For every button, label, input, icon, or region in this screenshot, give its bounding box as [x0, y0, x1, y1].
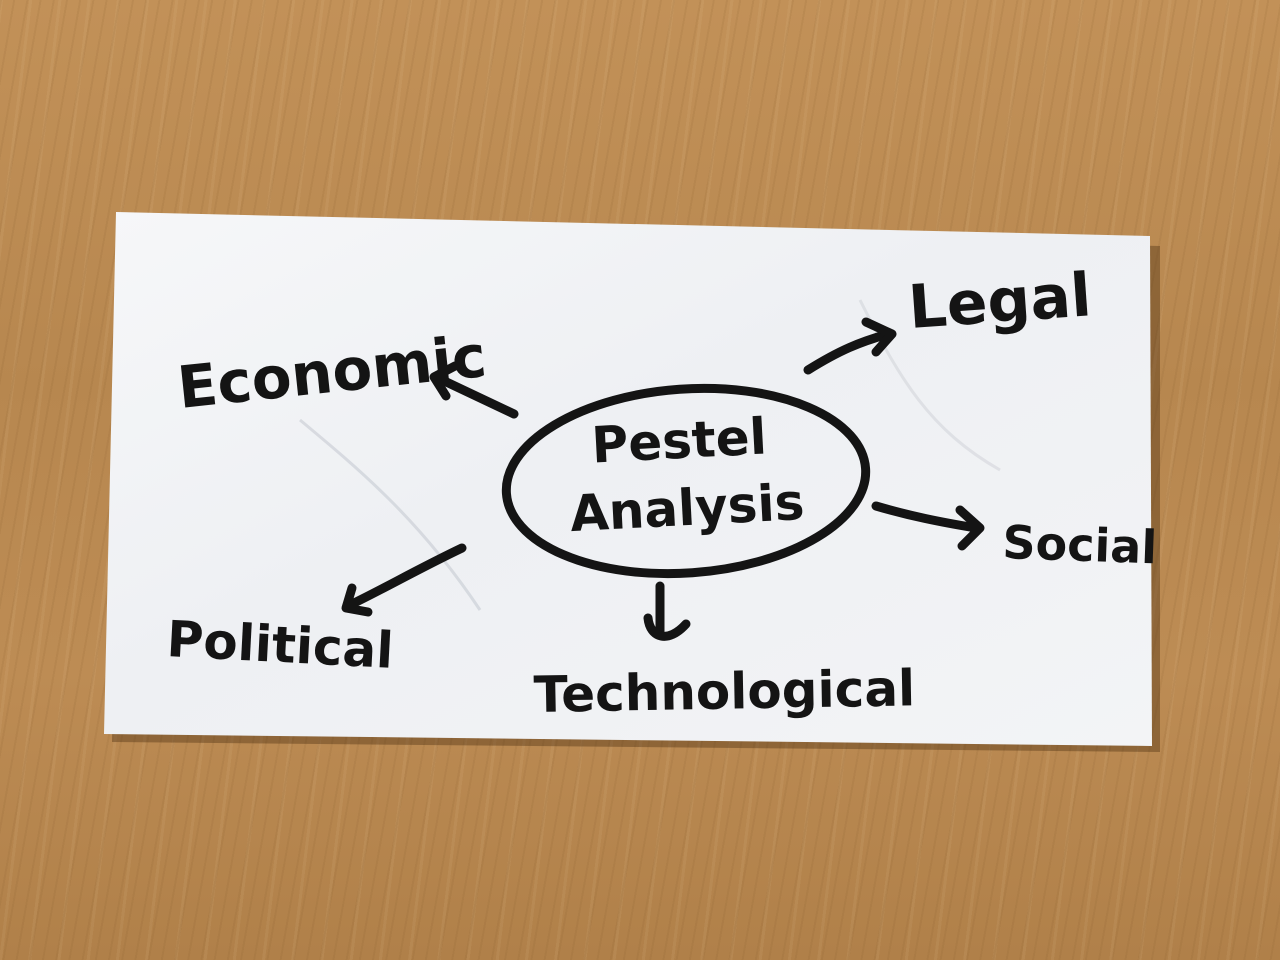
arrow-to-economic — [429, 361, 519, 419]
paper-crease — [299, 418, 482, 611]
center-label-line1: Pestel — [590, 407, 768, 474]
node-political: Political — [165, 610, 395, 680]
center-label-line2: Analysis — [569, 473, 806, 543]
arrow-to-technological — [643, 581, 691, 641]
node-technological: Technological — [533, 659, 915, 724]
node-legal: Legal — [906, 260, 1093, 343]
center-ellipse — [501, 383, 871, 579]
arrow-to-political — [341, 543, 467, 617]
node-social: Social — [1002, 515, 1158, 574]
arrow-to-legal — [803, 317, 897, 375]
arrow-to-social — [871, 501, 985, 551]
